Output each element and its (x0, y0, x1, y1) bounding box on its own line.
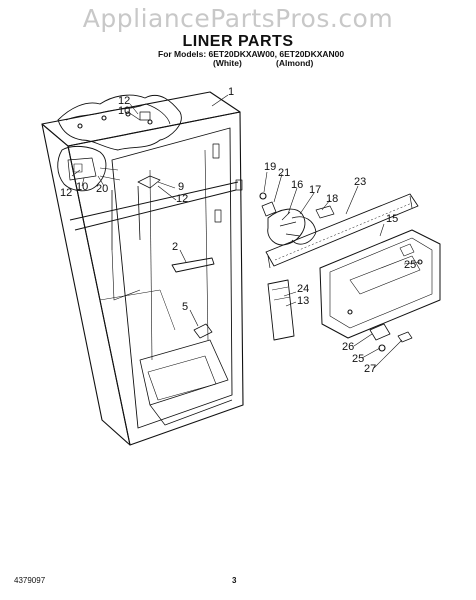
callout-24: 24 (297, 283, 309, 295)
callout-26: 26 (342, 341, 354, 353)
control-cluster (57, 145, 121, 192)
callout-12-mid: 12 (176, 193, 188, 205)
callout-27: 27 (364, 363, 376, 375)
callout-16: 16 (291, 179, 303, 191)
callout-23: 23 (354, 176, 366, 188)
callout-18: 18 (326, 193, 338, 205)
callout-9: 9 (178, 181, 184, 193)
evaporator-cover-panel (319, 229, 441, 339)
model-color-white: (White) (213, 58, 242, 68)
callout-17: 17 (309, 184, 321, 196)
cabinet-liner (41, 91, 244, 446)
callout-2: 2 (172, 241, 178, 253)
models-line: For Models: 6ET20DKXAW00, 6ET20DKXAN00 (158, 49, 345, 59)
callout-10-left: 10 (76, 181, 88, 193)
evaporator-coil (265, 193, 419, 269)
callout-10-top: 10 (118, 105, 130, 117)
part-9 (137, 175, 161, 189)
callout-20: 20 (96, 183, 108, 195)
callout-5: 5 (182, 301, 188, 313)
callout-12-left: 12 (60, 187, 72, 199)
model-color-almond: (Almond) (276, 58, 314, 68)
callout-21: 21 (278, 167, 290, 179)
callout-12-top: 12 (118, 95, 130, 107)
part-27 (397, 331, 413, 343)
part-25b (378, 344, 386, 352)
callout-25-right: 25 (404, 259, 416, 271)
callout-15: 15 (386, 213, 398, 225)
fan-assembly (259, 192, 335, 246)
callout-1: 1 (228, 86, 234, 98)
footer-part-code: 4379097 (14, 576, 46, 585)
part-2 (171, 257, 215, 273)
footer-page-number: 3 (232, 576, 237, 585)
callout-13: 13 (297, 295, 309, 307)
part-26 (369, 323, 391, 341)
callout-25-bottom: 25 (352, 353, 364, 365)
leader-lines (71, 94, 421, 369)
callout-19: 19 (264, 161, 276, 173)
part-24-duct (267, 279, 295, 341)
part-5 (193, 323, 213, 339)
watermark-text: AppliancePartsPros.com (82, 4, 394, 33)
page-title: LINER PARTS (182, 33, 294, 50)
